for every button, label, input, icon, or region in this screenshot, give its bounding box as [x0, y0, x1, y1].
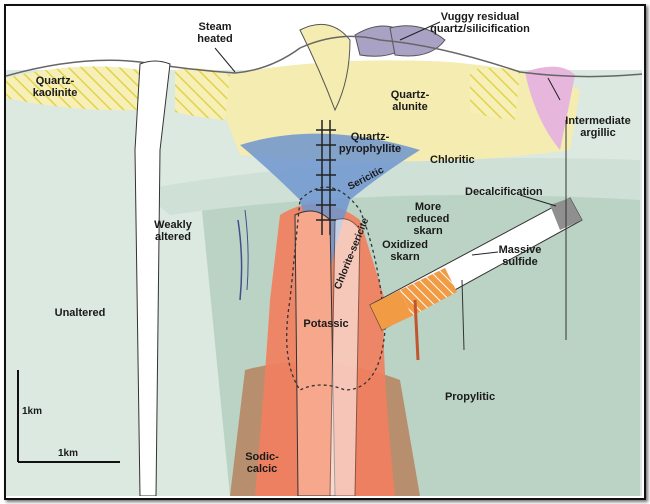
label-mrs-1: More [415, 201, 441, 213]
label-mrs-3: skarn [413, 225, 443, 237]
quartz-kaolinite-zone-2 [175, 68, 230, 120]
paleosurface [6, 35, 642, 78]
chlorite-sericite-envelope [286, 186, 386, 391]
veinlet-2 [244, 209, 249, 291]
vuggy-silica-lens [389, 25, 446, 57]
weakly-altered-dike [134, 60, 171, 496]
porphyry-stock [294, 210, 336, 496]
label-propylitic: Propylitic [445, 391, 495, 403]
label-wa-2: altered [155, 231, 191, 243]
label-chloritic: Chloritic [430, 154, 475, 166]
label-sc-1: Sodic- [245, 451, 279, 463]
label-ms-2: sulfide [502, 256, 537, 268]
label-ms-1: Massive [499, 244, 542, 256]
label-qa-2: alunite [392, 101, 427, 113]
label-steam-2: heated [197, 33, 232, 45]
label-unaltered: Unaltered [55, 307, 106, 319]
label-vuggy-2: quartz/silicification [430, 23, 530, 35]
quartz-kaolinite-zone-3 [470, 67, 520, 120]
fault-trace [461, 279, 465, 351]
skarn-vein [413, 299, 420, 361]
label-steam-1: Steam [198, 21, 231, 33]
oxidized-skarn-body [370, 290, 412, 330]
label-qa-1: Quartz- [391, 89, 430, 101]
label-qk-1: Quartz- [36, 75, 75, 87]
label-decalcification: Decalcification [465, 186, 543, 198]
chloritic-zone [140, 158, 640, 215]
label-qk-2: kaolinite [33, 87, 78, 99]
label-qp-2: pyrophyllite [339, 143, 401, 155]
leader-lines [214, 21, 561, 256]
label-sc-2: calcic [247, 463, 278, 475]
label-vuggy-1: Vuggy residual [441, 11, 519, 23]
label-ia-2: argillic [580, 127, 615, 139]
label-ia-1: Intermediate [565, 115, 630, 127]
label-qp-1: Quartz- [351, 131, 390, 143]
label-os-2: skarn [390, 251, 420, 263]
late-dike [329, 218, 361, 496]
scale-horizontal-label: 1km [58, 448, 78, 459]
label-wa-1: Weakly [154, 219, 193, 231]
label-os-1: Oxidized [382, 239, 428, 251]
silica-cap [299, 23, 351, 112]
label-mrs-2: reduced [407, 213, 450, 225]
label-potassic: Potassic [303, 318, 348, 330]
stockwork-veins [316, 120, 336, 235]
scale-vertical-label: 1km [22, 406, 42, 417]
scale-bar [17, 370, 120, 463]
quartz-kaolinite-zone [6, 66, 140, 111]
intermediate-argillic-zone [525, 66, 575, 150]
veinlet-1 [237, 219, 243, 301]
